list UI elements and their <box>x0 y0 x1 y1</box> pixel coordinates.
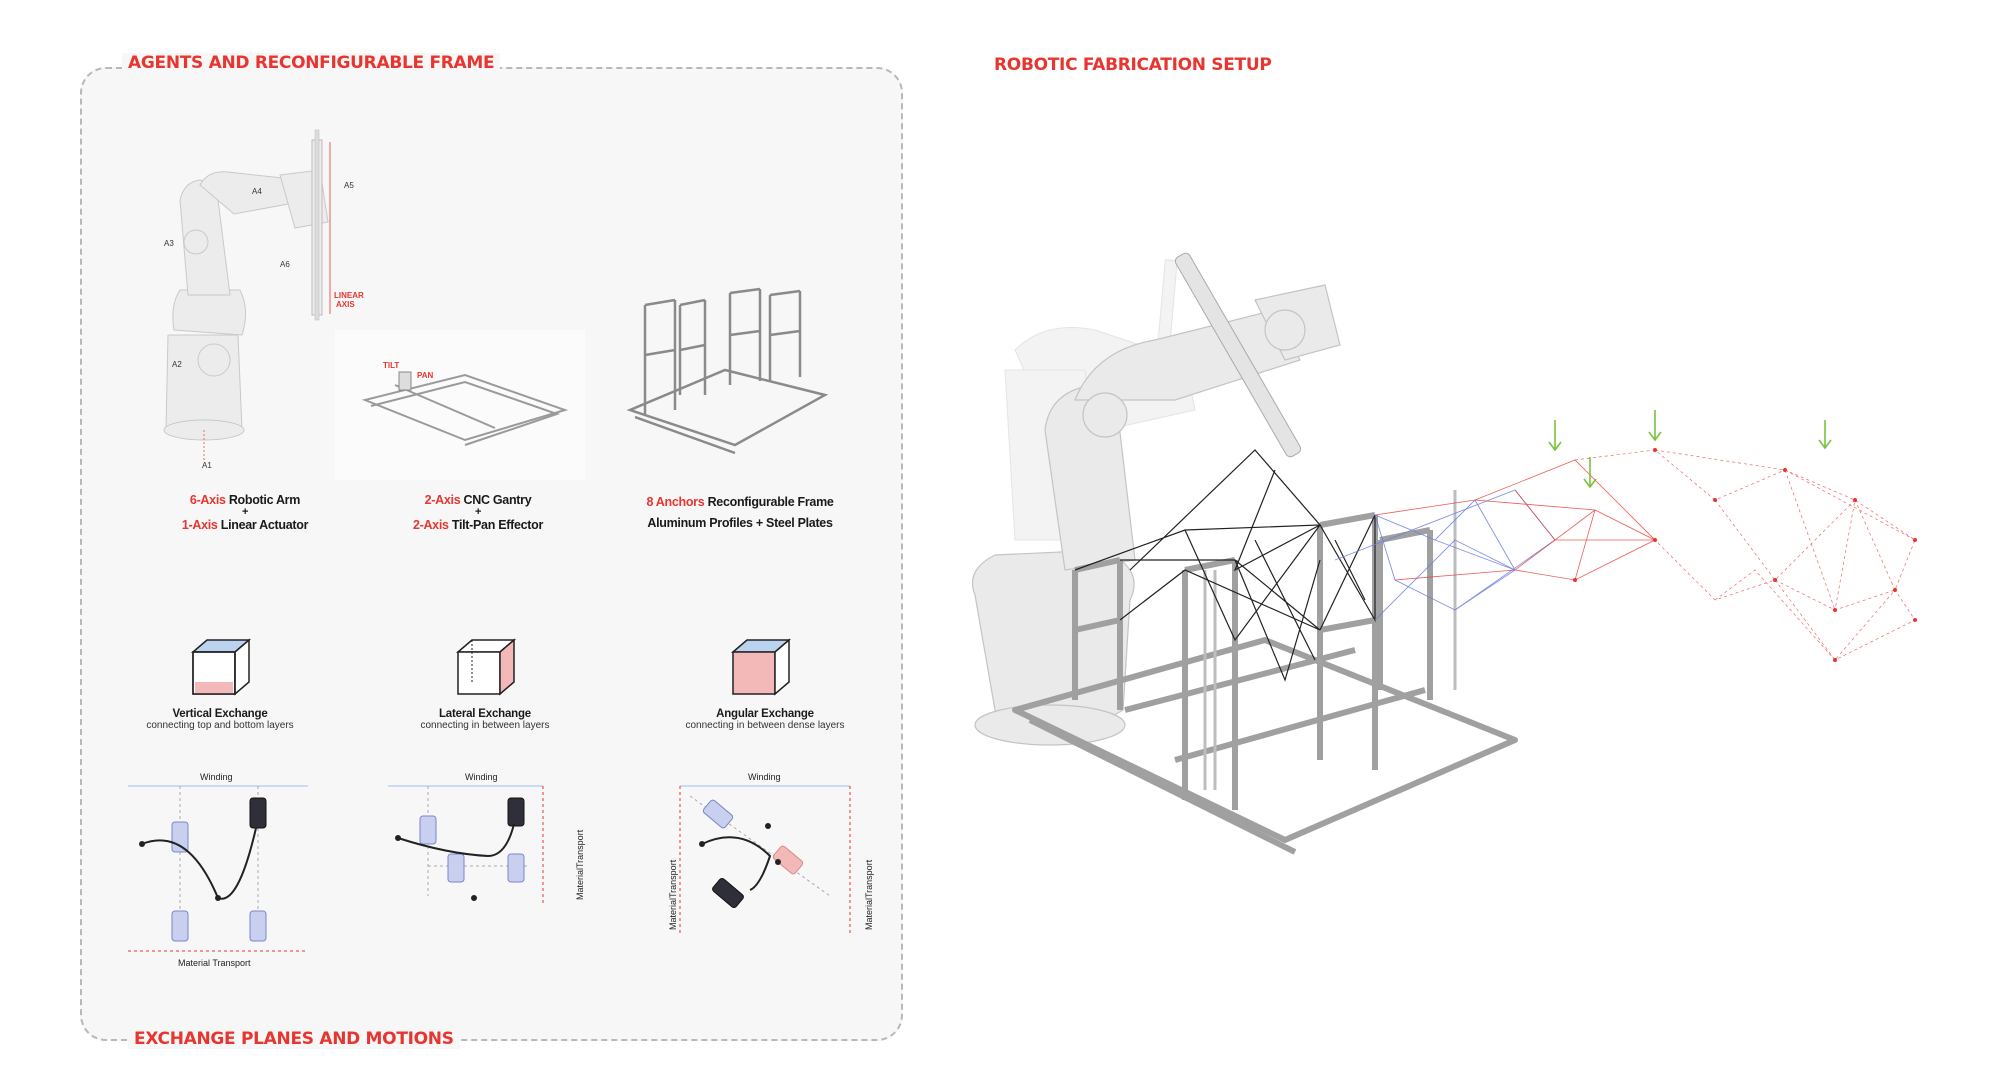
gantry-caption: 2-Axis CNC Gantry + 2-Axis Tilt-Pan Effe… <box>378 492 578 533</box>
arm-caption: 6-Axis Robotic Arm + 1-Axis Linear Actua… <box>145 492 345 533</box>
axis-label-a3: A3 <box>164 239 174 248</box>
angular-exchange-title: Angular Exchange <box>716 708 814 720</box>
lateral-exchange-motion-diagram <box>388 785 544 906</box>
linear-axis-label-1: LINEAR <box>334 291 364 300</box>
tilt-label: TILT <box>383 361 399 370</box>
section-title-agents: AGENTS AND RECONFIGURABLE FRAME <box>122 53 501 73</box>
gantry-caption-plus: + <box>474 506 482 518</box>
axis-label-a6: A6 <box>280 260 290 269</box>
arm-caption-plus: + <box>241 506 249 518</box>
material-transport-vertical-label-1: MaterialTransport <box>575 829 585 900</box>
robotic-arm-illustration: A1 A2 A3 A4 A5 A6 LINEAR AXIS <box>163 129 364 470</box>
section-title-robotic: ROBOTIC FABRICATION SETUP <box>988 55 1278 75</box>
frame-caption-red: 8 Anchors <box>646 495 705 509</box>
material-transport-vertical-label-3: MaterialTransport <box>864 859 874 930</box>
angular-exchange-motion-diagram <box>679 785 851 936</box>
gantry-caption-red-1: 2-Axis <box>424 493 461 507</box>
gantry-caption-rest-1: CNC Gantry <box>460 493 532 507</box>
angular-exchange-cube-icon <box>730 638 792 696</box>
section-title-exchange: EXCHANGE PLANES AND MOTIONS <box>128 1029 460 1049</box>
axis-label-a2: A2 <box>172 360 182 369</box>
gantry-caption-red-2: 2-Axis <box>412 518 449 533</box>
lateral-exchange-caption: Lateral Exchange connecting in between l… <box>380 708 590 731</box>
robotic-fabrication-setup-illustration <box>971 252 1917 855</box>
axis-label-a5: A5 <box>344 181 354 190</box>
winding-label-3: Winding <box>748 772 781 782</box>
winding-label-1: Winding <box>200 772 233 782</box>
arm-caption-rest-1: Robotic Arm <box>225 493 301 507</box>
lateral-exchange-cube-icon <box>455 638 517 696</box>
angular-exchange-subtitle: connecting in between dense layers <box>685 720 845 731</box>
material-transport-vertical-label-2: MaterialTransport <box>668 859 678 930</box>
pan-label: PAN <box>417 371 434 380</box>
vertical-exchange-caption: Vertical Exchange connecting top and bot… <box>115 708 325 731</box>
axis-label-a1: A1 <box>202 461 212 470</box>
arm-caption-red-1: 6-Axis <box>189 493 226 507</box>
reconfigurable-frame-illustration <box>626 287 829 455</box>
vertical-exchange-motion-diagram <box>128 785 308 952</box>
frame-caption-line2: Aluminum Profiles + Steel Plates <box>647 516 833 531</box>
linear-axis-label-2: AXIS <box>336 300 355 309</box>
lateral-exchange-title: Lateral Exchange <box>438 708 532 720</box>
axis-label-a4: A4 <box>252 187 262 196</box>
vertical-exchange-title: Vertical Exchange <box>172 708 268 720</box>
frame-caption: 8 Anchors Reconfigurable Frame Aluminum … <box>630 492 850 535</box>
material-transport-label: Material Transport <box>178 958 251 968</box>
lateral-exchange-subtitle: connecting in between layers <box>420 720 550 731</box>
cnc-gantry-illustration: TILT PAN <box>335 330 585 480</box>
frame-caption-rest: Reconfigurable Frame <box>704 495 834 509</box>
angular-exchange-caption: Angular Exchange connecting in between d… <box>655 708 875 731</box>
arm-caption-red-2: 1-Axis <box>181 518 218 533</box>
winding-label-2: Winding <box>465 772 498 782</box>
gantry-caption-rest-2: Tilt-Pan Effector <box>448 518 544 533</box>
arm-caption-rest-2: Linear Actuator <box>217 518 309 533</box>
vertical-exchange-cube-icon <box>190 638 252 696</box>
vertical-exchange-subtitle: connecting top and bottom layers <box>146 720 294 731</box>
